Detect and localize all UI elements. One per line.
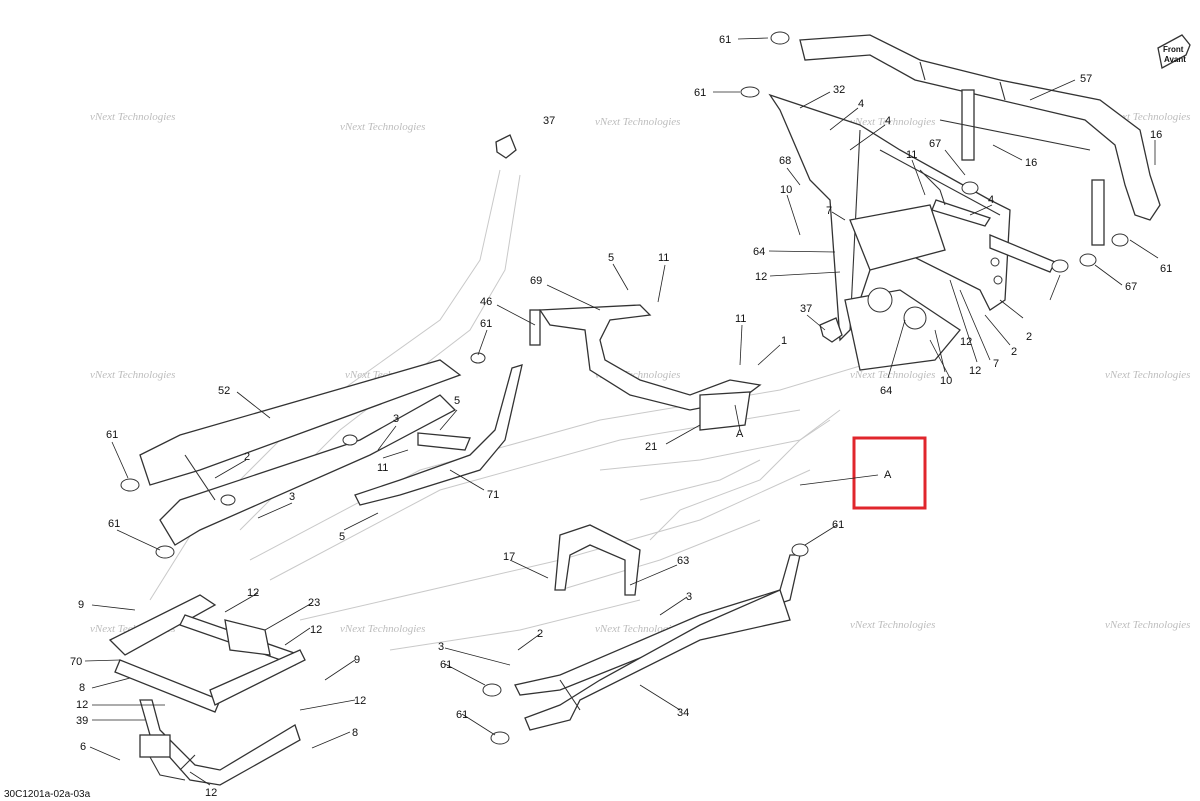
- callout: 12: [960, 336, 972, 348]
- detail-box-A: A: [852, 436, 927, 510]
- drawing-code: 30C1201a-02a-03a: [4, 789, 91, 800]
- callout: 61: [719, 34, 731, 46]
- leader-lines: [84, 37, 1159, 786]
- callout: 8: [79, 682, 85, 694]
- support-tube-69: [529, 304, 762, 431]
- watermark: vNext Technologies: [340, 623, 425, 635]
- front-frame-assembly: [740, 86, 1129, 371]
- callout: 6: [80, 741, 86, 753]
- callout: 3: [289, 491, 295, 503]
- rear-hitch-assembly: [108, 594, 306, 786]
- callout: 16: [1150, 129, 1162, 141]
- front-label-fr: Avant: [1164, 55, 1186, 64]
- callout: 61: [694, 87, 706, 99]
- callout: 12: [310, 624, 322, 636]
- watermark-layer: vNext Technologies vNext Technologies vN…: [90, 111, 1190, 635]
- watermark: vNext Technologies: [1105, 619, 1190, 631]
- callout: 61: [456, 709, 468, 721]
- callout: 12: [76, 699, 88, 711]
- clip-37: [495, 134, 843, 343]
- watermark: vNext Technologies: [850, 369, 935, 381]
- callout: 7: [826, 205, 832, 217]
- callout: 9: [354, 654, 360, 666]
- callout: 34: [677, 707, 689, 719]
- watermark: vNext Technologies: [850, 116, 935, 128]
- watermark: vNext Technologies: [340, 121, 425, 133]
- callout: 61: [832, 519, 844, 531]
- callout: 4: [988, 194, 994, 206]
- watermark: vNext Technologies: [850, 619, 935, 631]
- callout: 61: [108, 518, 120, 530]
- callout: 12: [755, 271, 767, 283]
- callout: 69: [530, 275, 542, 287]
- callout: 10: [780, 184, 792, 196]
- callout: 1: [781, 335, 787, 347]
- callout: 52: [218, 385, 230, 397]
- callout: 12: [247, 587, 259, 599]
- callout: 32: [833, 84, 845, 96]
- callout: 21: [645, 441, 657, 453]
- callout: 61: [1160, 263, 1172, 275]
- callout: 17: [503, 551, 515, 563]
- callout: 67: [929, 138, 941, 150]
- callout: 11: [658, 252, 669, 264]
- callout: 70: [70, 656, 82, 668]
- callout: 57: [1080, 73, 1092, 85]
- callout: 67: [1125, 281, 1137, 293]
- callout: 64: [880, 385, 892, 397]
- callout: 61: [480, 318, 492, 330]
- callout: 23: [308, 597, 320, 609]
- watermark: vNext Technologies: [1105, 369, 1190, 381]
- front-direction-arrow: Front Avant: [1157, 34, 1191, 69]
- callout: 61: [106, 429, 118, 441]
- callout: 5: [339, 531, 345, 543]
- callout: 5: [608, 252, 614, 264]
- callout-labels: 61 61 57 32 4 4 16 16 67 11 68 10 7 4 64…: [70, 34, 1172, 799]
- callout: 8: [352, 727, 358, 739]
- callout: 7: [993, 358, 999, 370]
- callout: 2: [244, 451, 250, 463]
- callout: 2: [537, 628, 543, 640]
- detail-box-frame: [852, 436, 927, 510]
- watermark: vNext Technologies: [90, 111, 175, 123]
- callout: 71: [487, 489, 499, 501]
- callout: 3: [393, 413, 399, 425]
- callout: 11: [735, 313, 746, 325]
- callout: 63: [677, 555, 689, 567]
- bracket-63: [554, 524, 641, 596]
- front-label-en: Front: [1163, 45, 1184, 54]
- callout: 61: [440, 659, 452, 671]
- callout: 64: [753, 246, 765, 258]
- callout: 2: [1026, 331, 1032, 343]
- callout: 37: [800, 303, 812, 315]
- callout: 2: [1011, 346, 1017, 358]
- callout: 16: [1025, 157, 1037, 169]
- callout: 12: [969, 365, 981, 377]
- callout: 11: [906, 149, 917, 161]
- callout: 3: [438, 641, 444, 653]
- watermark: vNext Technologies: [90, 369, 175, 381]
- callout: 4: [885, 115, 891, 127]
- callout: 11: [377, 462, 388, 474]
- callout: 37: [543, 115, 555, 127]
- lower-tube-34: [482, 543, 809, 745]
- callout: 4: [858, 98, 864, 110]
- front-bumper-57: [770, 31, 1161, 246]
- watermark: vNext Technologies: [595, 116, 680, 128]
- callout: 46: [480, 296, 492, 308]
- bracket-71: [354, 364, 523, 506]
- callout: 12: [354, 695, 366, 707]
- callout: 10: [940, 375, 952, 387]
- upper-tube-52: [120, 352, 486, 559]
- callout: 12: [205, 787, 217, 799]
- callout: 39: [76, 715, 88, 727]
- callout: 68: [779, 155, 791, 167]
- detail-box-label: A: [884, 469, 892, 481]
- callout: 5: [454, 395, 460, 407]
- callout: A: [736, 428, 744, 440]
- callout: 3: [686, 591, 692, 603]
- callout: 9: [78, 599, 84, 611]
